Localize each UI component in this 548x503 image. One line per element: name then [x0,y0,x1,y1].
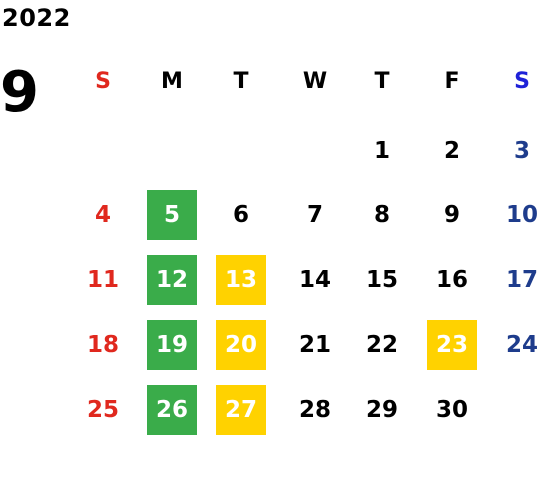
weekday-header: F [444,68,460,94]
day-cell-29[interactable]: 29 [365,397,398,423]
day-cell-7[interactable]: 7 [306,202,323,228]
day-cell-3[interactable]: 3 [513,138,530,164]
day-cell-12[interactable]: 12 [147,255,197,305]
day-cell-19[interactable]: 19 [147,320,197,370]
day-cell-24[interactable]: 24 [505,332,538,358]
day-cell-2[interactable]: 2 [443,138,460,164]
day-cell-4[interactable]: 4 [94,202,111,228]
weekday-header: S [514,68,530,94]
weekday-header: M [161,68,183,94]
weekday-header: T [374,68,390,94]
day-cell-30[interactable]: 30 [435,397,468,423]
day-cell-27[interactable]: 27 [216,385,266,435]
year-label: 2022 [2,4,71,32]
day-cell-18[interactable]: 18 [86,332,119,358]
day-cell-26[interactable]: 26 [147,385,197,435]
day-cell-1[interactable]: 1 [373,138,390,164]
day-cell-28[interactable]: 28 [298,397,331,423]
weekday-header: W [302,68,328,94]
month-number: 9 [0,60,39,125]
day-cell-17[interactable]: 17 [505,267,538,293]
day-cell-15[interactable]: 15 [365,267,398,293]
day-cell-23[interactable]: 23 [427,320,477,370]
day-cell-8[interactable]: 8 [373,202,390,228]
weekday-header: S [95,68,111,94]
day-cell-6[interactable]: 6 [232,202,249,228]
day-cell-25[interactable]: 25 [86,397,119,423]
day-cell-14[interactable]: 14 [298,267,331,293]
day-cell-5[interactable]: 5 [147,190,197,240]
weekday-header: T [233,68,249,94]
day-cell-13[interactable]: 13 [216,255,266,305]
day-cell-10[interactable]: 10 [505,202,538,228]
day-cell-11[interactable]: 11 [86,267,119,293]
day-cell-21[interactable]: 21 [298,332,331,358]
day-cell-9[interactable]: 9 [443,202,460,228]
day-cell-20[interactable]: 20 [216,320,266,370]
day-cell-16[interactable]: 16 [435,267,468,293]
day-cell-22[interactable]: 22 [365,332,398,358]
